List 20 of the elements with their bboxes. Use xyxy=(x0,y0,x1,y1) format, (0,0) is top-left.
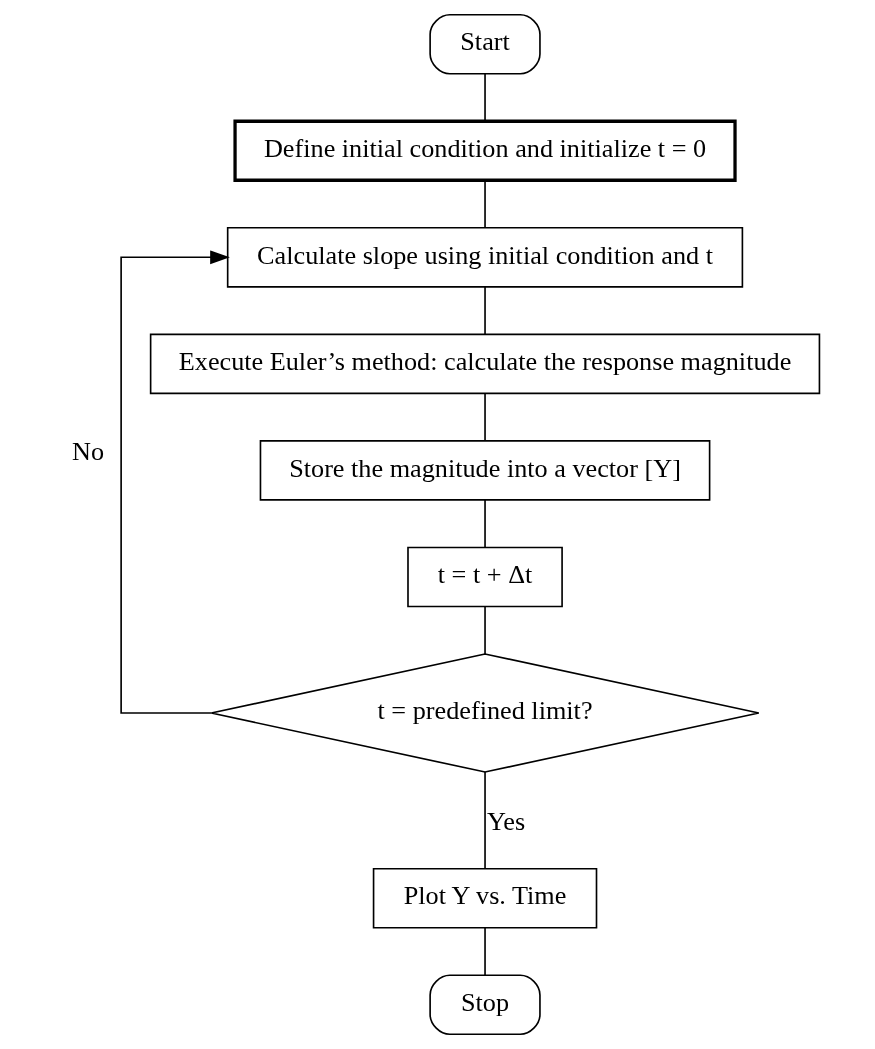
edge-label: Yes xyxy=(486,807,526,837)
connector xyxy=(484,286,486,336)
node-box: Stop xyxy=(429,974,541,1036)
connector xyxy=(484,392,486,442)
connector xyxy=(484,73,486,123)
connector xyxy=(484,179,486,229)
node-diamond: t = predefined limit? xyxy=(210,653,760,773)
connector xyxy=(484,771,486,870)
node-box: Plot Y vs. Time xyxy=(372,867,598,929)
node-box: t = t + Δt xyxy=(407,546,563,608)
node-box: Calculate slope using initial condition and t xyxy=(226,227,744,288)
connector xyxy=(484,499,486,549)
arrow xyxy=(120,250,230,714)
connector xyxy=(484,605,486,655)
node-box: Execute Euler’s method: calculate the response magnitude xyxy=(149,333,821,395)
node-box: Store the magnitude into a vector [Y] xyxy=(259,440,711,501)
connector xyxy=(484,927,486,977)
edge-label: No xyxy=(71,437,104,467)
node-box: Define initial condition and initialize t = 0 xyxy=(233,119,737,182)
node-box: Start xyxy=(429,13,541,75)
